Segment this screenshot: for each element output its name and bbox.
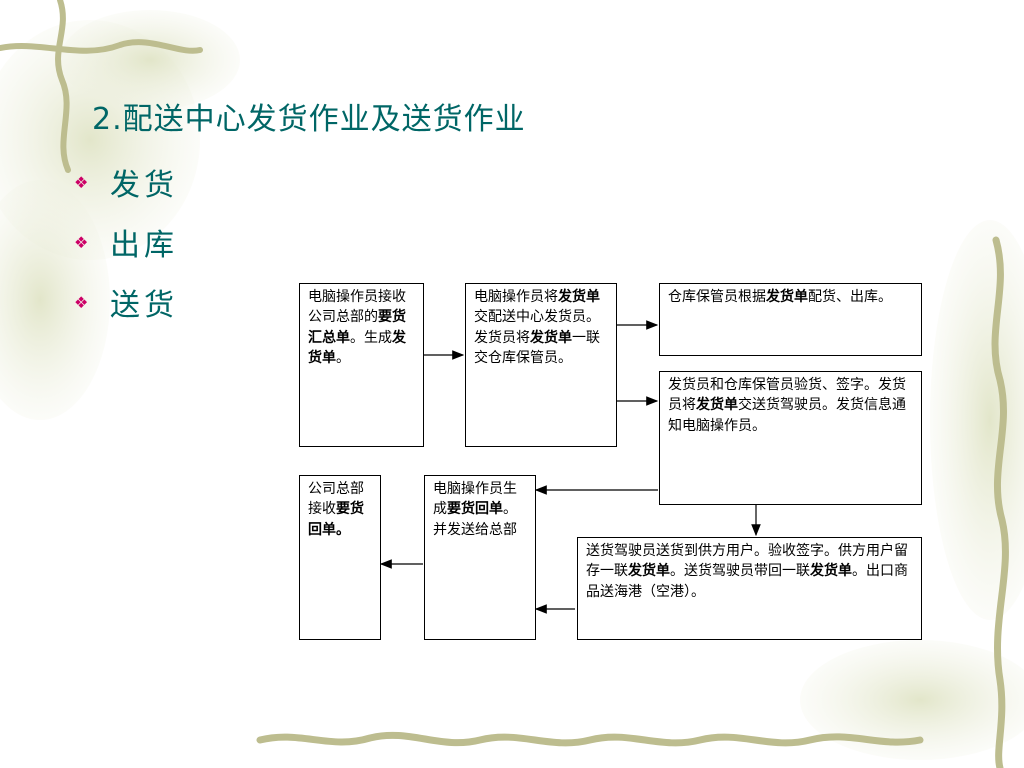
flow-box-hq-receive: 公司总部接收要货回单。 (299, 475, 381, 640)
leaf-shape (60, 10, 240, 110)
text-run: 。并发送给总部 (433, 501, 517, 538)
leaf-shape (930, 220, 1024, 620)
text-run: 发货员和仓库保管员验货、签字。发货员将 (668, 377, 906, 414)
text-run: 交配送中心发货员。发货员将 (474, 309, 600, 346)
text-run: 电脑操作员将 (474, 289, 558, 305)
leaf-shape (0, 180, 110, 420)
diamond-bullet-icon: ❖ (74, 172, 89, 192)
bullet-text-songhuo: 送货 (110, 288, 178, 323)
bold-term: 发货单 (810, 563, 852, 580)
bold-term: 发货单 (766, 289, 808, 305)
bullet-item: ❖ 送货 (74, 272, 178, 332)
diamond-bullet-icon: ❖ (74, 292, 89, 312)
text-run: 电脑操作员接收公司总部的 (308, 289, 406, 326)
bullet-list: ❖ 发货 ❖ 出库 ❖ 送货 (74, 152, 178, 332)
text-run: 交送货驾驶员。发货信息通知电脑操作员。 (668, 397, 906, 434)
flow-box-generate-receipt: 电脑操作员生成要货回单。并发送给总部 (424, 475, 536, 640)
text-run: 一联交仓库保管员。 (474, 329, 600, 366)
bold-term: 要货回单 (447, 501, 503, 518)
vine-stroke (0, 39, 203, 54)
flow-box-delivery: 送货驾驶员送货到供方用户。验收签字。供方用户留存一联发货单。送货驾驶员带回一联发… (577, 537, 922, 640)
vine-stroke (991, 236, 1009, 768)
flow-box-receive-order: 电脑操作员接收公司总部的要货汇总单。生成发货单。 (299, 283, 424, 447)
bold-term: 发货单 (628, 563, 670, 580)
text-run: 电脑操作员生成 (433, 481, 517, 518)
text-run: 配货、出库。 (808, 289, 892, 305)
text-run: 。生成 (350, 329, 392, 346)
text-run: 仓库保管员根据 (668, 289, 766, 305)
bold-term: 发货单 (530, 329, 572, 346)
text-run: 。送货驾驶员带回一联 (670, 563, 810, 580)
text-run: 。 (336, 349, 350, 366)
bullet-text-fahuo: 发货 (110, 168, 178, 203)
bullet-item: ❖ 出库 (74, 212, 178, 272)
vine-stroke (256, 731, 924, 747)
slide-title: 2.配送中心发货作业及送货作业 (92, 102, 526, 137)
flow-box-inspection: 发货员和仓库保管员验货、签字。发货员将发货单交送货驾驶员。发货信息通知电脑操作员… (659, 371, 922, 505)
bold-term: 要货汇总单 (308, 309, 406, 346)
text-run: 公司总部接收 (308, 481, 364, 518)
diamond-bullet-icon: ❖ (74, 232, 89, 252)
flow-box-hand-shipping-note: 电脑操作员将发货单交配送中心发货员。发货员将发货单一联交仓库保管员。 (465, 283, 617, 447)
bold-term: 要货回单。 (308, 501, 364, 538)
bullet-item: ❖ 发货 (74, 152, 178, 212)
text-run: 。出口商品送海港（空港）。 (586, 563, 908, 600)
bullet-text-chuku: 出库 (110, 228, 178, 263)
text-run: 送货驾驶员送货到供方用户。验收签字。供方用户留存一联 (586, 543, 908, 580)
bold-term: 发货单 (558, 289, 600, 305)
vine-stroke (55, 0, 71, 173)
bold-term: 发货单 (696, 397, 738, 414)
flow-box-warehouse-picking: 仓库保管员根据发货单配货、出库。 (659, 283, 922, 356)
leaf-shape (800, 640, 1024, 760)
bold-term: 发货单 (308, 329, 406, 366)
